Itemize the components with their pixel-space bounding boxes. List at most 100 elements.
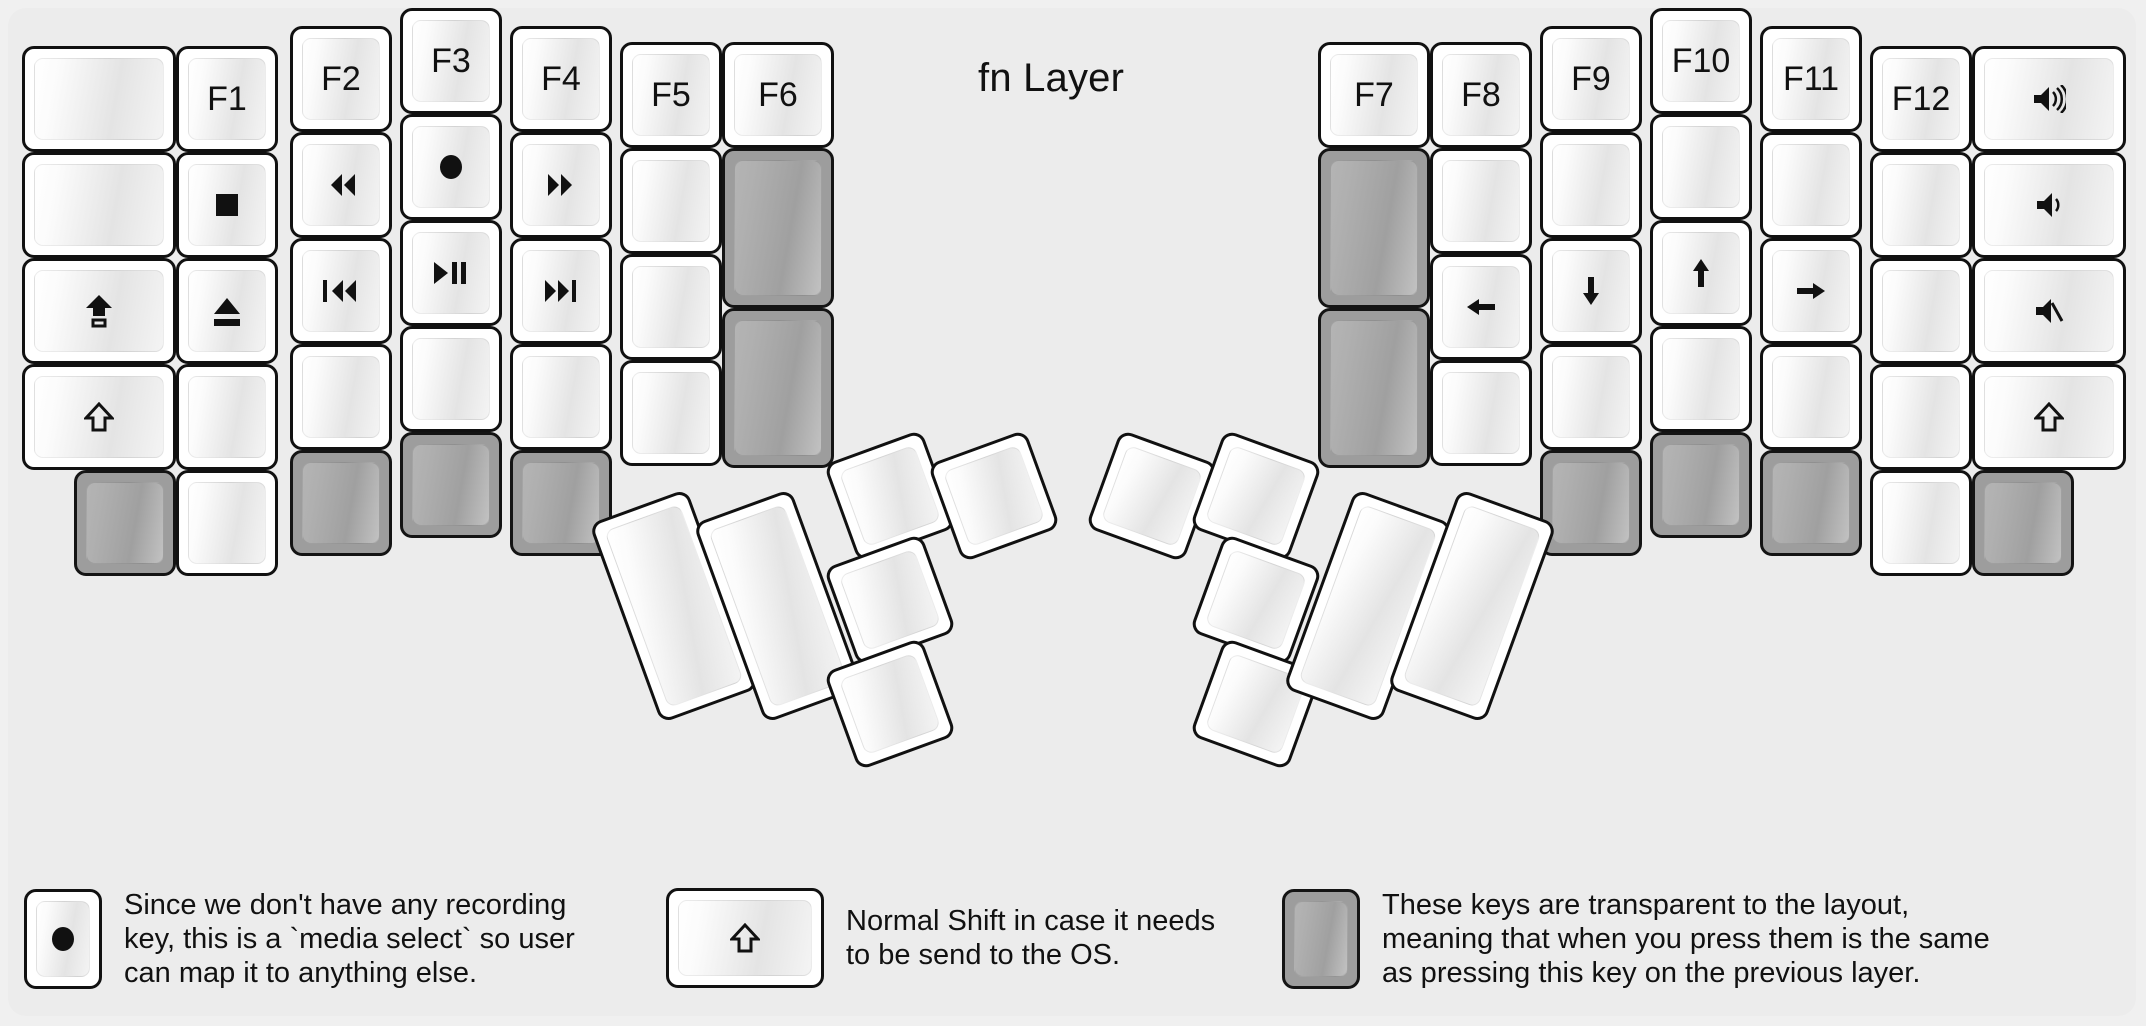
- keycap-l-c7-r1[interactable]: F6: [722, 42, 834, 148]
- legend-keycap-1[interactable]: [666, 888, 824, 988]
- keycap-l-c3-r1[interactable]: F2: [290, 26, 392, 132]
- keycap-surface: [632, 266, 710, 348]
- keycap-l-c3-r2[interactable]: [290, 132, 392, 238]
- keycap-r-c1-r3[interactable]: [1318, 308, 1430, 468]
- keycap-l-c1-r2[interactable]: [22, 152, 176, 258]
- keycap-r-c3-r2[interactable]: [1540, 132, 1642, 238]
- keycap-l-c5-r4[interactable]: [510, 344, 612, 450]
- keycap-r-c3-r4[interactable]: [1540, 344, 1642, 450]
- keycap-surface: [302, 462, 380, 544]
- keycap-surface: [838, 444, 942, 548]
- legend-keycap-0[interactable]: [24, 889, 102, 990]
- keycap-surface: [1442, 372, 1520, 454]
- keycap-l-c1-r3[interactable]: [22, 258, 176, 364]
- keycap-surface: [734, 320, 822, 456]
- keycap-l-c6-r2[interactable]: [620, 148, 722, 254]
- keycap-r-c3-r5[interactable]: [1540, 450, 1642, 556]
- keycap-r-c2-r3[interactable]: [1430, 254, 1532, 360]
- keycap-l-c5-r1[interactable]: F4: [510, 26, 612, 132]
- keycap-l-c2-r3[interactable]: [176, 258, 278, 364]
- mute-icon: [2034, 297, 2064, 325]
- keycap-r-c4-r2[interactable]: [1650, 114, 1752, 220]
- keycap-r-c5-r1[interactable]: F11: [1760, 26, 1862, 132]
- legend-keycap-2[interactable]: [1282, 889, 1360, 990]
- keycap-l-c4-r4[interactable]: [400, 326, 502, 432]
- keycap-r-c4-r5[interactable]: [1650, 432, 1752, 538]
- keycap-surface: [1984, 270, 2114, 352]
- keycap-l-c3-r4[interactable]: [290, 344, 392, 450]
- keycap-l-c5-r2[interactable]: [510, 132, 612, 238]
- fast-forward-icon: [544, 172, 578, 198]
- keycap-surface: [632, 372, 710, 454]
- keycap-r-c5-r5[interactable]: [1760, 450, 1862, 556]
- keycap-l-c7-r2[interactable]: [722, 148, 834, 308]
- keycap-r-c4-r1[interactable]: F10: [1650, 8, 1752, 114]
- keycap-surface: [36, 901, 90, 978]
- keycap-surface: [188, 376, 266, 458]
- keycap-r-c7-r2[interactable]: [1972, 152, 2126, 258]
- keycap-l-c2-r5[interactable]: [176, 470, 278, 576]
- keycap-surface: F8: [1442, 54, 1520, 136]
- keycap-surface: [1984, 376, 2114, 458]
- keycap-l-c4-r5[interactable]: [400, 432, 502, 538]
- keycap-l-c2-r2[interactable]: [176, 152, 278, 258]
- keycap-r-c5-r4[interactable]: [1760, 344, 1862, 450]
- legend-text-2: These keys are transparent to the layout…: [1382, 889, 1990, 990]
- keycap-surface: [34, 376, 164, 458]
- keycap-r-c3-r3[interactable]: [1540, 238, 1642, 344]
- keycap-r-c6-r1[interactable]: F12: [1870, 46, 1972, 152]
- keycap-surface: [522, 462, 600, 544]
- keycap-surface: [1882, 376, 1960, 458]
- keycap-l-c6-r1[interactable]: F5: [620, 42, 722, 148]
- keycap-surface: F7: [1330, 54, 1418, 136]
- keycap-l-c5-r3[interactable]: [510, 238, 612, 344]
- keycap-l-c4-r1[interactable]: F3: [400, 8, 502, 114]
- keycap-r-c7-r1[interactable]: [1972, 46, 2126, 152]
- keycap-surface: [1552, 356, 1630, 438]
- keycap-surface: [1442, 160, 1520, 242]
- keycap-r-c6-r2[interactable]: [1870, 152, 1972, 258]
- key-label: F2: [321, 60, 361, 98]
- legend-item-1: Normal Shift in case it needs to be send…: [666, 888, 1215, 988]
- keycap-l-c3-r5[interactable]: [290, 450, 392, 556]
- keycap-l-c4-r3[interactable]: [400, 220, 502, 326]
- keycap-r-c7-r5[interactable]: [1972, 470, 2074, 576]
- keycap-l-c1-r5[interactable]: [74, 470, 176, 576]
- keycap-l-c3-r3[interactable]: [290, 238, 392, 344]
- keycap-r-c2-r2[interactable]: [1430, 148, 1532, 254]
- keycap-l-c4-r2[interactable]: [400, 114, 502, 220]
- keycap-r-c7-r4[interactable]: [1972, 364, 2126, 470]
- keycap-l-c6-r4[interactable]: [620, 360, 722, 466]
- keycap-r-c2-r4[interactable]: [1430, 360, 1532, 466]
- keycap-r-c4-r4[interactable]: [1650, 326, 1752, 432]
- keycap-r-c7-r3[interactable]: [1972, 258, 2126, 364]
- keycap-r-c6-r5[interactable]: [1870, 470, 1972, 576]
- keycap-r-c6-r3[interactable]: [1870, 258, 1972, 364]
- previous-track-icon: [322, 278, 360, 304]
- legend-text-0: Since we don't have any recording key, t…: [124, 889, 575, 990]
- arrow-down-icon: [1577, 275, 1605, 307]
- keycap-l-c2-r4[interactable]: [176, 364, 278, 470]
- keycap-r-c2-r1[interactable]: F8: [1430, 42, 1532, 148]
- keycap-surface: [302, 250, 380, 332]
- keycap-l-c2-r1[interactable]: F1: [176, 46, 278, 152]
- keycap-r-c6-r4[interactable]: [1870, 364, 1972, 470]
- keycap-surface: [1294, 901, 1348, 978]
- keycap-r-c1-r1[interactable]: F7: [1318, 42, 1430, 148]
- keycap-surface: F5: [632, 54, 710, 136]
- keycap-l-c7-r3[interactable]: [722, 308, 834, 468]
- keycap-surface: [34, 164, 164, 246]
- keycap-surface: [188, 270, 266, 352]
- keycap-r-c4-r3[interactable]: [1650, 220, 1752, 326]
- keycap-l-c6-r3[interactable]: [620, 254, 722, 360]
- keycap-l-c1-r4[interactable]: [22, 364, 176, 470]
- key-label: F8: [1461, 76, 1501, 114]
- keycap-r-c3-r1[interactable]: F9: [1540, 26, 1642, 132]
- keycap-r-c1-r2[interactable]: [1318, 148, 1430, 308]
- keycap-r-c5-r3[interactable]: [1760, 238, 1862, 344]
- page-title: fn Layer: [978, 56, 1125, 100]
- keycap-l-c1-r1[interactable]: [22, 46, 176, 152]
- keycap-surface: [1984, 482, 2062, 564]
- keycap-r-c5-r2[interactable]: [1760, 132, 1862, 238]
